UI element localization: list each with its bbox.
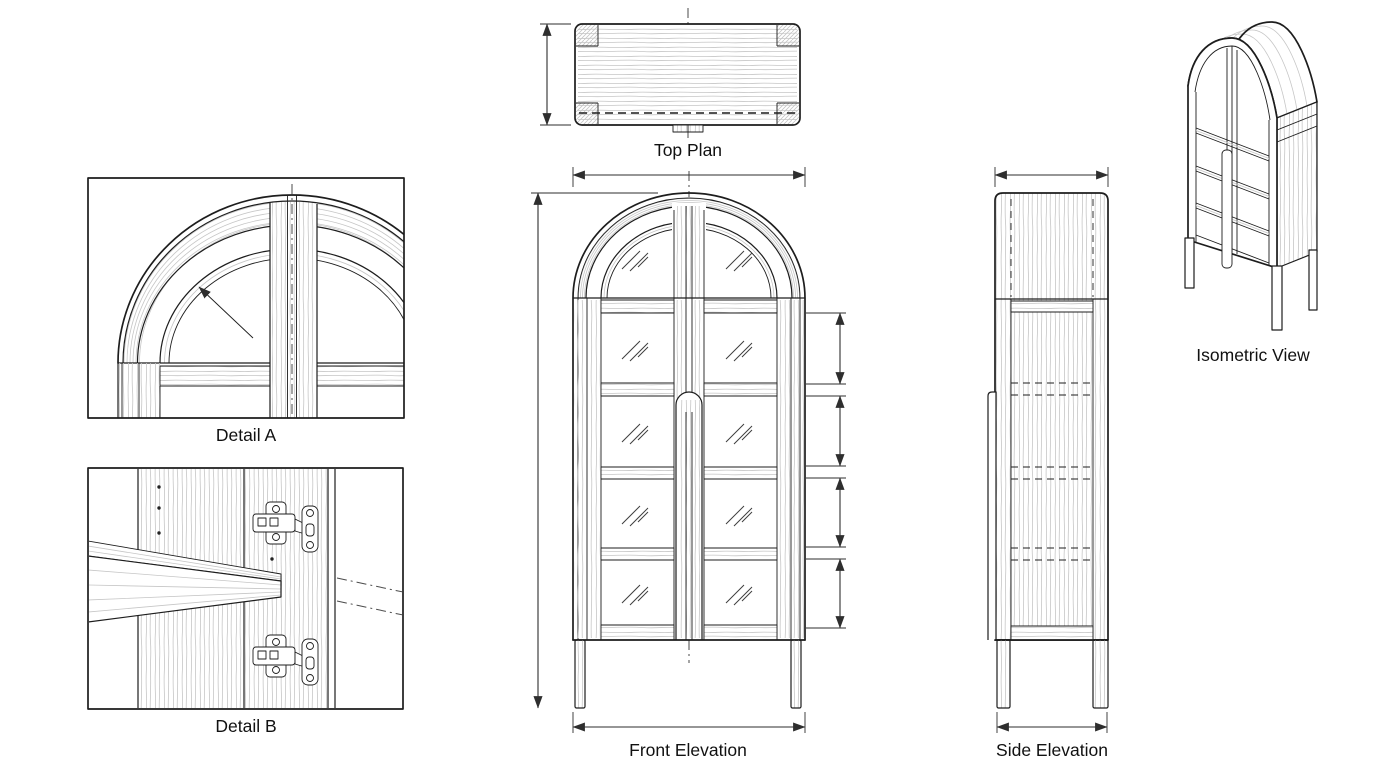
- shelf-pin-holes: [157, 485, 274, 561]
- hidden-arch-lines: [1010, 199, 1094, 297]
- detail-b-view: Detail B: [87, 467, 404, 736]
- detail-b-drawing: [89, 469, 402, 708]
- detail-a-border: [87, 177, 405, 419]
- door-handle-side: [987, 391, 997, 640]
- top-plan-label: Top Plan: [654, 140, 722, 160]
- detail-a-label: Detail A: [216, 425, 277, 445]
- detail-b-label: Detail B: [215, 716, 276, 736]
- side-elevation-view: Side Elevation: [987, 167, 1109, 760]
- width-dimension-bottom: [572, 712, 806, 733]
- side-body-grain: [995, 193, 1108, 640]
- side-body-outline: [994, 192, 1109, 641]
- depth-dimension: [540, 23, 571, 126]
- height-dimension-left: [531, 192, 658, 709]
- hidden-shelf-lines: [1011, 382, 1093, 561]
- front-elevation-label: Front Elevation: [629, 740, 747, 760]
- left-frame-stiles: [117, 363, 161, 418]
- hinge-bottom: [252, 634, 319, 686]
- door-rails: [600, 299, 778, 641]
- top-rail-edge: [1010, 300, 1094, 313]
- door-handle: [675, 391, 703, 640]
- depth-dimension-top: [994, 167, 1109, 187]
- side-panel: [1276, 101, 1318, 269]
- bottom-rail-edge: [1010, 625, 1094, 641]
- center-stile: [269, 184, 318, 418]
- depth-dimension-bottom: [996, 712, 1108, 733]
- top-plan-view: Top Plan: [540, 8, 801, 160]
- shelf-spacing-dimensions: [806, 312, 846, 629]
- front-elevation-view: Front Elevation: [531, 167, 846, 760]
- door-handle-iso: [1221, 149, 1233, 269]
- shelves: [1195, 127, 1270, 264]
- legs: [574, 639, 802, 709]
- cabinet-outline: [572, 192, 806, 641]
- isometric-label: Isometric View: [1196, 345, 1310, 365]
- center-stile-top: [672, 203, 706, 298]
- leader-arrow: [198, 286, 254, 339]
- wood-grain: [578, 27, 797, 122]
- arch-outer-arc-2: [122, 200, 404, 364]
- arch-outer-arc: [117, 194, 404, 364]
- front-face: [1187, 37, 1278, 269]
- cabinet-outline-inner: [577, 197, 801, 640]
- frame-edge-lines: [1010, 299, 1094, 640]
- side-elevation-label: Side Elevation: [996, 740, 1108, 760]
- legs: [1184, 237, 1318, 331]
- handle-plan: [672, 124, 704, 133]
- detail-b-border: [87, 467, 404, 710]
- detail-a-drawing: [117, 184, 404, 418]
- detail-a-view: Detail A: [87, 177, 405, 445]
- shelf: [89, 540, 282, 623]
- isometric-view: Isometric View: [1184, 21, 1318, 365]
- hinge-top: [252, 501, 319, 553]
- width-dimension-top: [572, 167, 806, 187]
- legs: [996, 639, 1109, 709]
